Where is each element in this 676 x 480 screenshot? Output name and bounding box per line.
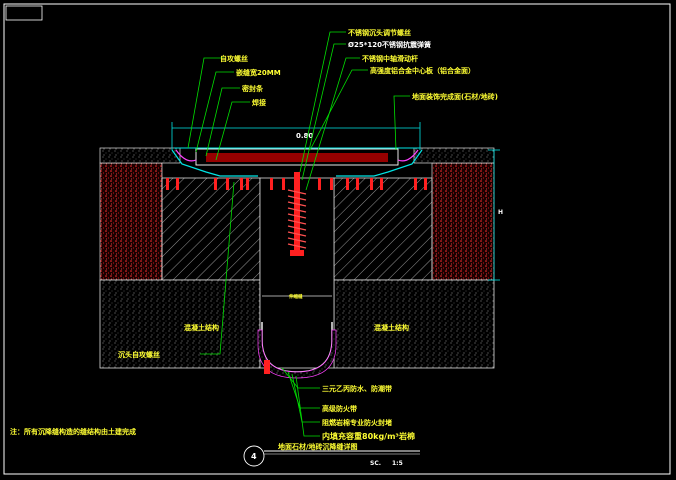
spring-turn <box>287 195 307 201</box>
label-sealant: 密封条 <box>242 84 264 93</box>
label-bolt-top: 不锈钢沉头调节螺丝 <box>348 28 411 37</box>
note: 注：所有沉降缝构造的缝结构由土建完成 <box>10 427 136 436</box>
header-tag-box <box>5 5 43 21</box>
anchor-spike <box>240 178 243 190</box>
left-lower-concrete <box>99 279 261 369</box>
right-slab <box>333 177 433 281</box>
left-finish-floor <box>99 147 181 164</box>
anchor-spike <box>370 178 373 190</box>
center-plate-red <box>206 153 388 162</box>
left-slab <box>161 177 261 281</box>
anchor-spike <box>246 178 249 190</box>
label-concrete-right: 混凝土结构 <box>374 323 409 332</box>
sealant-right <box>397 149 419 162</box>
anchor-spike <box>330 178 333 190</box>
anchor-spike <box>414 178 417 190</box>
right-finish-floor <box>413 147 495 164</box>
label-concrete-left: 混凝土结构 <box>184 323 219 332</box>
spring-coil <box>287 189 307 249</box>
label-steel-pin: Ø25*120不锈钢抗震弹簧 <box>348 40 431 49</box>
title-number: 4 <box>251 452 257 461</box>
sealant-left <box>175 149 197 162</box>
right-lower-concrete <box>333 279 495 369</box>
label-guide-rod: 不锈钢中轴滑动杆 <box>362 54 418 63</box>
label-anchor-bolt: 沉头自攻螺丝 <box>118 350 160 359</box>
joint-label: 伸缩缝 <box>288 293 303 300</box>
spring-turn <box>287 201 307 207</box>
anchor-spike <box>226 178 229 190</box>
center-pin <box>294 172 300 254</box>
spring-turn <box>287 243 307 249</box>
label-waterproof: 三元乙丙防水、防潮带 <box>322 384 392 393</box>
cover-frame-right <box>336 149 423 177</box>
label-welding: 焊接 <box>252 98 266 107</box>
leader-lines <box>187 31 410 437</box>
left-substrate <box>99 162 163 281</box>
anchor-spike <box>380 178 383 190</box>
anchor-spike <box>346 178 349 190</box>
label-cover-width: 嵌缝宽20MM <box>236 68 281 77</box>
title: 地面石材/地砖沉降缝详图 <box>278 442 358 451</box>
title-number-circle <box>243 445 265 467</box>
spring-turn <box>287 207 307 213</box>
label-fire-tape: 高级防火带 <box>322 404 357 413</box>
pin-foot <box>290 250 304 256</box>
anchor-spike <box>318 178 321 190</box>
label-center-plate: 高强度铝合金中心板（铝合金面） <box>370 66 475 75</box>
scale-value: 1:5 <box>392 460 403 467</box>
gap-width: 0.80 <box>296 132 313 140</box>
label-fire-board: 阻燃岩棉专业防火封堵 <box>322 418 392 427</box>
right-substrate <box>431 162 495 281</box>
spring-turn <box>287 225 307 231</box>
anchor-spike <box>424 178 427 190</box>
fire-board-red-left <box>264 360 270 374</box>
anchor-spike <box>214 178 217 190</box>
spring-turn <box>287 231 307 237</box>
anchor-spike <box>356 178 359 190</box>
drawing-frame <box>3 3 671 475</box>
label-self-tap: 自攻螺丝 <box>220 54 248 63</box>
anchor-spike <box>166 178 169 190</box>
scale-label: SC. <box>370 460 381 467</box>
cover-frame-left <box>171 149 258 177</box>
spring-turn <box>287 189 307 195</box>
label-density: 内填充容重80kg/m³岩棉 <box>322 431 415 441</box>
anchor-spike <box>282 178 285 190</box>
spring-turn <box>287 213 307 219</box>
spring-turn <box>287 237 307 243</box>
anchor-spikes <box>166 178 427 190</box>
fire-board-infill <box>257 329 337 379</box>
label-embed-depth: 地面装饰完成面(石材/地砖) <box>412 92 498 101</box>
spring-turn <box>287 219 307 225</box>
anchor-spike <box>270 178 273 190</box>
anchor-spike <box>176 178 179 190</box>
dim-height: H <box>498 209 503 216</box>
